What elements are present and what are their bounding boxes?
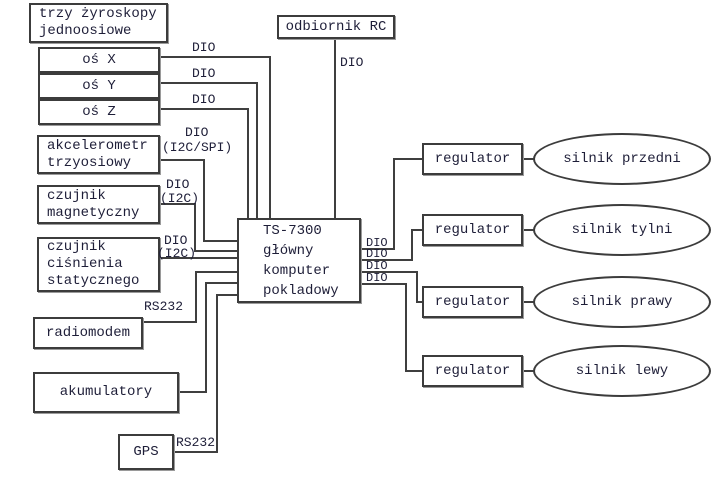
wire-axis-y	[160, 82, 258, 218]
node-rc-receiver: odbiornik RC	[277, 15, 395, 39]
bus-label-dio-motor4: DIO	[366, 271, 388, 285]
wire-axis-x	[160, 56, 271, 218]
node-axis-x: oś X	[38, 47, 160, 73]
bus-label-dio-axis-x: DIO	[192, 40, 216, 55]
wire-gps	[173, 294, 237, 453]
node-gps: GPS	[118, 434, 174, 470]
node-pressure-sensor: czujnik ciśnienia statycznego	[37, 237, 160, 292]
wire-regulator-3	[361, 271, 422, 303]
node-motor-right: silnik prawy	[533, 276, 711, 328]
wire-regulator-2	[361, 229, 422, 261]
node-motor-rear: silnik tylni	[533, 204, 711, 256]
bus-label-dio-motor2: DIO	[366, 247, 388, 261]
bus-label-dio-motor3: DIO	[366, 259, 388, 273]
wire-radiomodem	[142, 271, 237, 323]
wire-regulator-1	[361, 158, 422, 250]
wire-magnetic-sensor	[160, 203, 237, 252]
node-accelerometer: akcelerometr trzyosiowy	[37, 135, 160, 174]
node-axis-y: oś Y	[38, 73, 160, 99]
node-motor-left: silnik lewy	[533, 345, 711, 397]
bus-label-i2c-pressure: (I2C)	[157, 246, 197, 261]
bus-label-dio-pressure: DIO	[164, 233, 188, 248]
bus-label-dio-accelerometer: DIO	[185, 125, 209, 140]
bus-label-i2c-magnetic: (I2C)	[160, 191, 200, 206]
wire-accelerometer	[160, 159, 237, 242]
bus-label-dio-axis-z: DIO	[192, 92, 216, 107]
bus-label-rs232-gps: RS232	[176, 435, 216, 450]
wire-batteries	[178, 282, 237, 393]
node-magnetic-sensor: czujnik magnetyczny	[37, 185, 160, 224]
node-regulator-front: regulator	[422, 143, 523, 175]
node-radiomodem: radiomodem	[33, 317, 143, 349]
bus-label-dio-rc: DIO	[340, 55, 364, 70]
bus-label-rs232-radiomodem: RS232	[144, 299, 184, 314]
bus-label-i2c-spi-accelerometer: (I2C/SPI)	[162, 140, 233, 155]
node-gyro-header: trzy żyroskopy jednoosiowe	[29, 3, 168, 43]
node-batteries: akumulatory	[33, 372, 179, 413]
bus-label-dio-axis-y: DIO	[192, 66, 216, 81]
wire-regulator-4	[361, 283, 422, 372]
node-motor-front: silnik przedni	[533, 133, 711, 185]
node-axis-z: oś Z	[38, 99, 160, 125]
bus-label-dio-magnetic: DIO	[166, 177, 190, 192]
wire-axis-z	[160, 108, 249, 218]
node-regulator-rear: regulator	[422, 214, 523, 246]
node-regulator-left: regulator	[422, 355, 523, 387]
bus-label-dio-motor1: DIO	[366, 236, 388, 250]
node-main-computer: TS-7300 główny komputer pokladowy	[237, 218, 361, 303]
node-regulator-right: regulator	[422, 286, 523, 318]
